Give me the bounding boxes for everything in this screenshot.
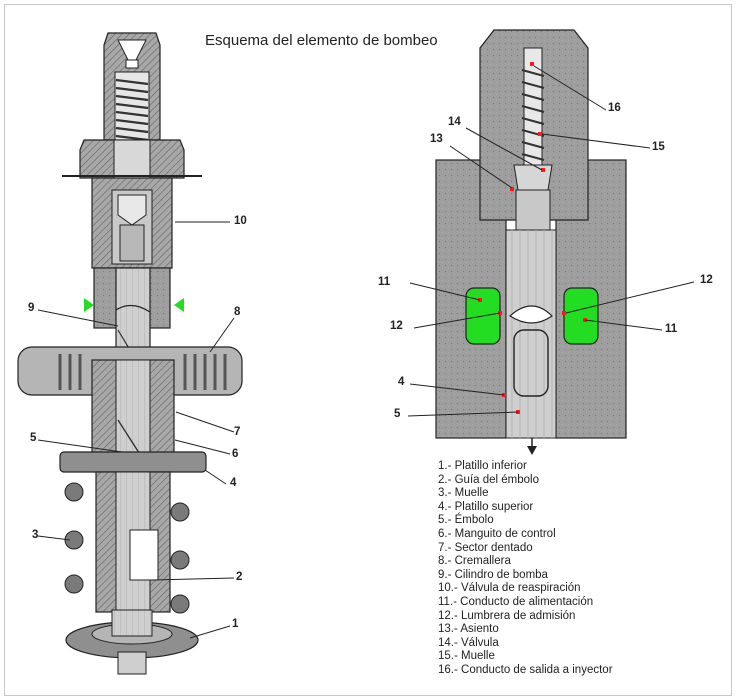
legend-item: 3.- Muelle [438,487,489,500]
detail-label-12-right: 12 [700,274,713,286]
figure-title: Esquema del elemento de bombeo [205,32,438,49]
detail-label-5: 5 [394,408,401,420]
detail-label-14: 14 [448,116,461,128]
legend-item: 16.- Conducto de salida a inyector [438,663,613,676]
detail-label-11-right: 11 [665,323,678,335]
legend-item: 15.- Muelle [438,650,495,663]
right-leader-lines [407,65,695,417]
left-section-view [17,32,243,675]
part-label-1: 1 [232,618,239,630]
parts-legend: 1.- Platillo inferior 2.- Guía del émbol… [438,460,613,678]
part-label-8: 8 [234,306,241,318]
right-detail-view [435,29,627,455]
legend-item: 2.- Guía del émbolo [438,473,540,486]
legend-item: 8.- Cremallera [438,555,511,568]
legend-item: 11.- Conducto de alimentación [438,595,594,608]
part-label-5: 5 [30,432,37,444]
legend-item: 13.- Asiento [438,623,499,636]
left-leader-lines [37,221,235,639]
legend-item: 1.- Platillo inferior [438,460,527,472]
detail-label-16: 16 [608,102,621,114]
part-label-9: 9 [28,302,35,314]
detail-label-13: 13 [430,133,443,145]
part-label-10: 10 [234,215,247,227]
legend-item: 14.- Válvula [438,636,499,649]
legend-item: 5.- Émbolo [438,514,494,527]
legend-item: 4.- Platillo superior [438,500,534,513]
detail-label-12-left: 12 [390,320,403,332]
legend-item: 9.- Cilindro de bomba [438,568,548,581]
legend-item: 7.- Sector dentado [438,541,533,554]
part-label-3: 3 [32,529,39,541]
part-label-6: 6 [232,448,239,460]
detail-label-11-left: 11 [378,276,391,288]
part-label-7: 7 [234,426,241,438]
legend-item: 6.- Manguito de control [438,527,556,540]
part-label-4: 4 [230,477,237,489]
part-label-2: 2 [236,571,243,583]
detail-label-15: 15 [652,141,665,153]
legend-item: 12.- Lumbrera de admisión [438,609,576,622]
legend-item: 10.- Válvula de reaspiración [438,582,581,595]
detail-label-4: 4 [398,376,405,388]
